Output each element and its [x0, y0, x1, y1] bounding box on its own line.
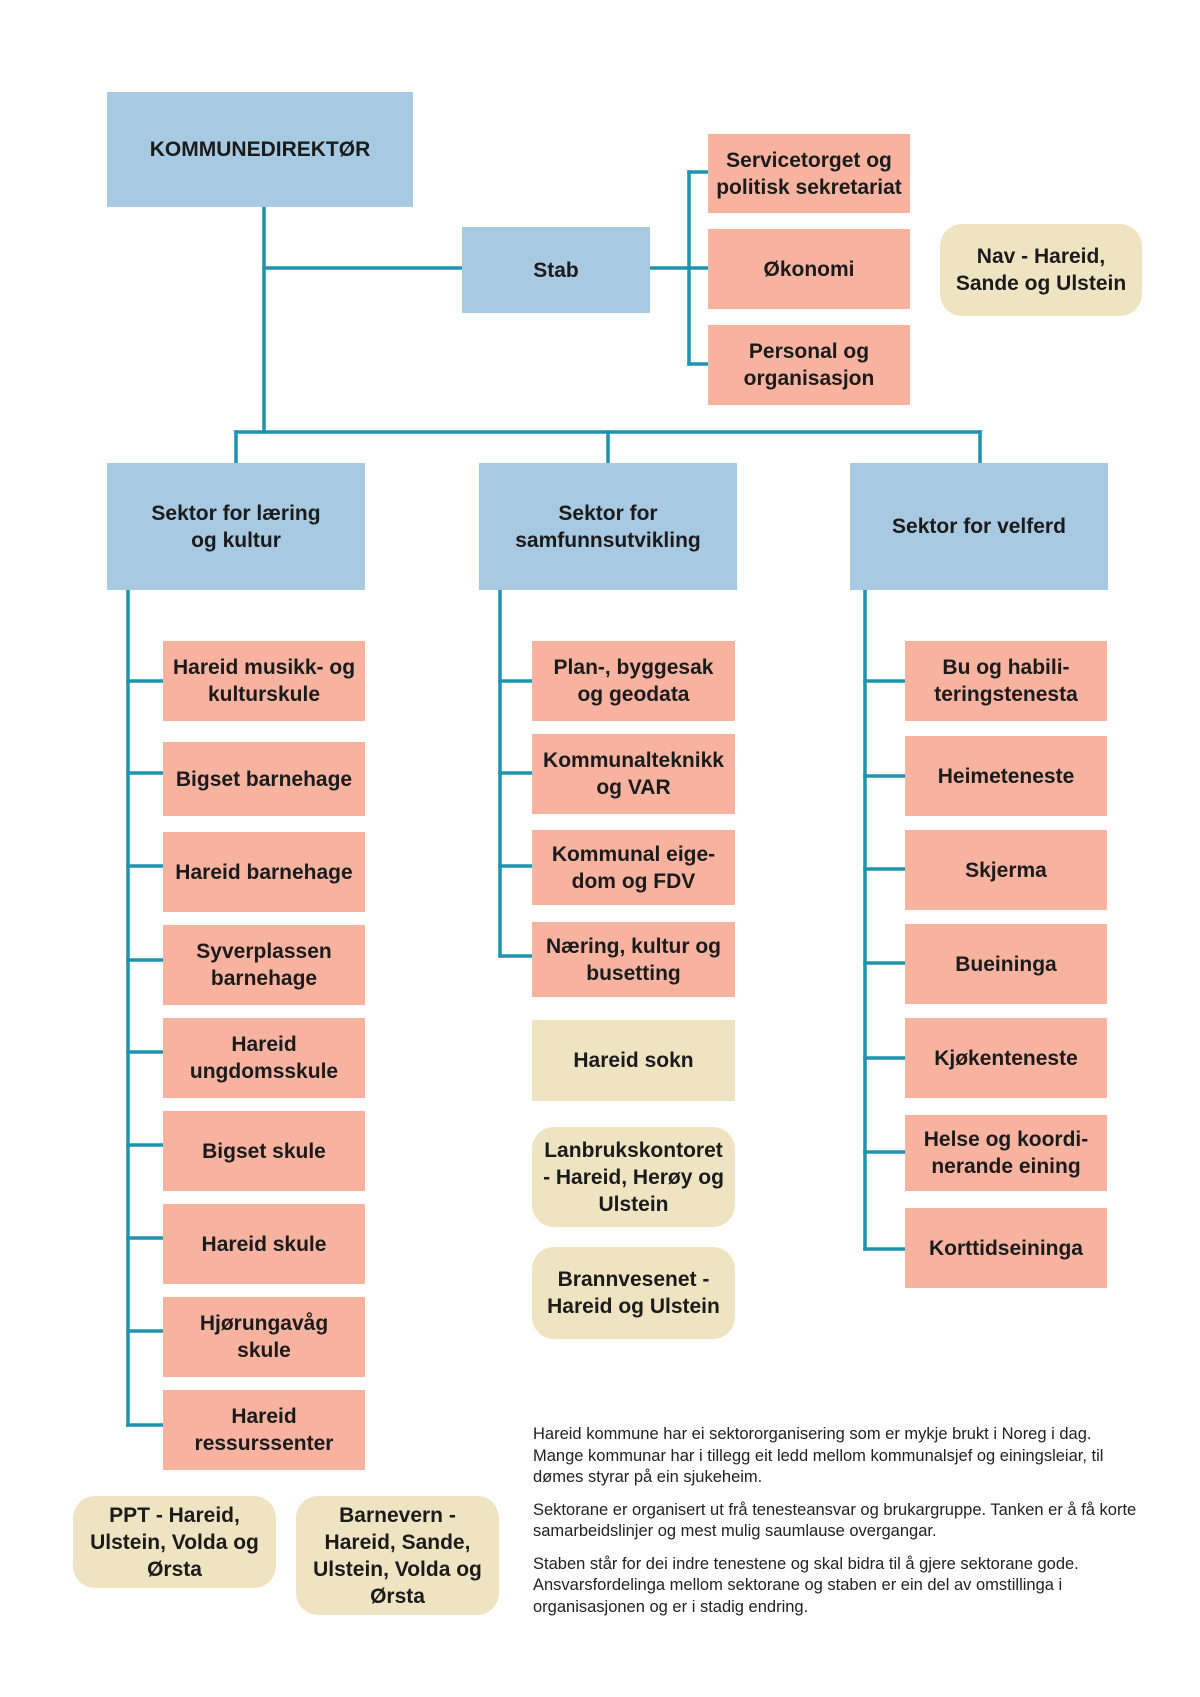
stab-box: Stab	[462, 227, 650, 313]
unit-bu-habilitering: Bu og habili- teringstenesta	[905, 641, 1107, 721]
sector-laering-header: Sektor for læring og kultur	[107, 463, 365, 590]
unit-hareid-barnehage: Hareid barnehage	[163, 832, 365, 912]
nav-box: Nav - Hareid, Sande og Ulstein	[940, 224, 1142, 316]
unit-kommunal-eigedom: Kommunal eige- dom og FDV	[532, 830, 735, 905]
hareid-sokn-box: Hareid sokn	[532, 1020, 735, 1101]
unit-hareid-skule: Hareid skule	[163, 1204, 365, 1284]
unit-korttidseininga: Korttidseininga	[905, 1208, 1107, 1288]
unit-musikk-kulturskule: Hareid musikk- og kulturskule	[163, 641, 365, 721]
note-paragraph: Hareid kommune har ei sektororganisering…	[533, 1425, 1104, 1486]
unit-helse-koordinerande: Helse og koordi- nerande eining	[905, 1115, 1107, 1191]
brannvesenet-box: Brannvesenet - Hareid og Ulstein	[532, 1247, 735, 1339]
director-box: KOMMUNEDIREKTØR	[107, 92, 413, 207]
unit-hjorungavag-skule: Hjørungavåg skule	[163, 1297, 365, 1377]
unit-bigset-barnehage: Bigset barnehage	[163, 742, 365, 816]
unit-kommunalteknikk: Kommunalteknikk og VAR	[532, 734, 735, 814]
stab-unit-personal: Personal og organisasjon	[708, 325, 910, 405]
landbrukskontoret-box: Lanbrukskontoret - Hareid, Herøy og Ulst…	[532, 1127, 735, 1227]
note-paragraph: Sektorane er organisert ut frå tenestean…	[533, 1500, 1137, 1541]
ppt-box: PPT - Hareid, Ulstein, Volda og Ørsta	[73, 1496, 276, 1588]
sector-samfunn-header: Sektor for samfunnsutvikling	[479, 463, 737, 590]
unit-plan-byggesak: Plan-, byggesak og geodata	[532, 641, 735, 721]
stab-unit-okonomi: Økonomi	[708, 229, 910, 309]
unit-bueininga: Bueininga	[905, 924, 1107, 1004]
unit-hareid-ressurssenter: Hareid ressurssenter	[163, 1390, 365, 1470]
stab-unit-servicetorget: Servicetorget og politisk sekretariat	[708, 134, 910, 213]
unit-bigset-skule: Bigset skule	[163, 1111, 365, 1191]
unit-skjerma: Skjerma	[905, 830, 1107, 910]
explanation-text: Hareid kommune har ei sektororganisering…	[533, 1424, 1143, 1618]
unit-hareid-ungdomsskule: Hareid ungdomsskule	[163, 1018, 365, 1098]
unit-kjokenteneste: Kjøkenteneste	[905, 1018, 1107, 1098]
unit-heimeteneste: Heimeteneste	[905, 736, 1107, 816]
unit-syverplassen-barnehage: Syverplassen barnehage	[163, 925, 365, 1005]
unit-naering-kultur: Næring, kultur og busetting	[532, 922, 735, 997]
sector-velferd-header: Sektor for velferd	[850, 463, 1108, 590]
note-paragraph: Staben står for dei indre tenestene og s…	[533, 1554, 1079, 1616]
barnevern-box: Barnevern - Hareid, Sande, Ulstein, Vold…	[296, 1496, 499, 1615]
